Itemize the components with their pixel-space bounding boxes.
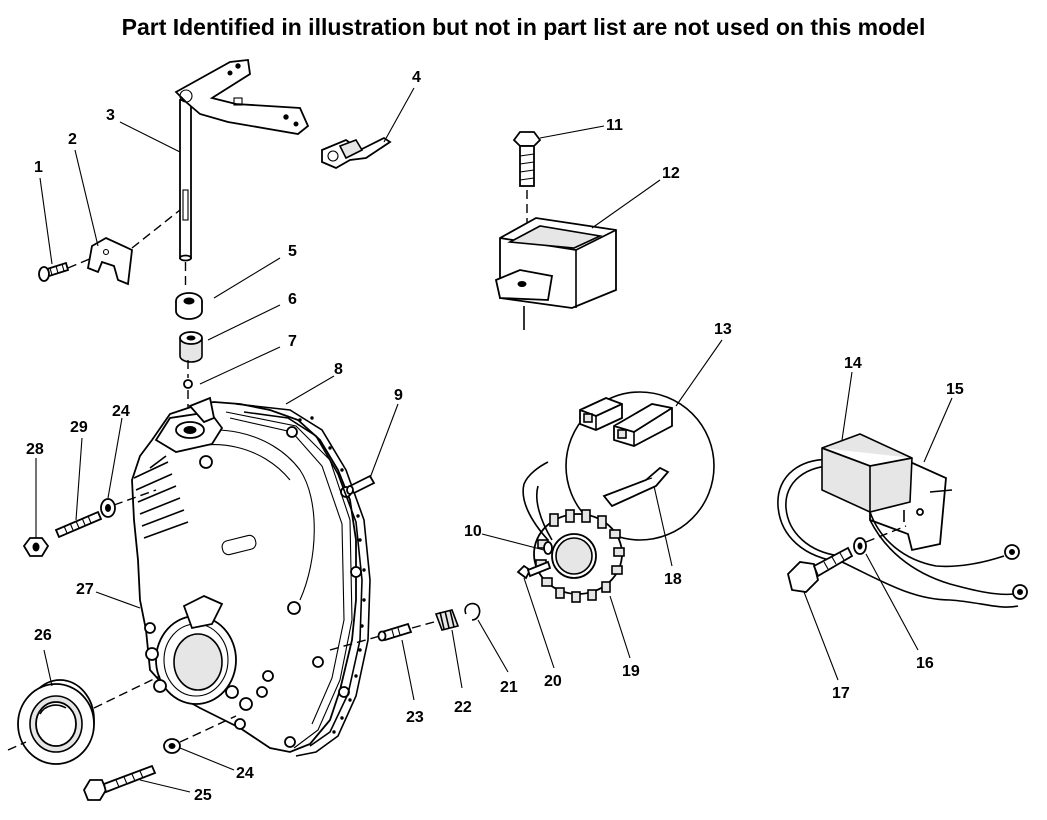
part-gasket-8 <box>235 403 371 757</box>
callout-24-lower: 24 <box>236 765 254 782</box>
part-bolt-11 <box>512 131 542 187</box>
callout-23: 23 <box>406 709 424 726</box>
dash-16-15 <box>865 525 907 543</box>
part-screw-1 <box>38 261 70 282</box>
part-rectifier-14 <box>777 433 1028 608</box>
diagram-title: Part Identified in illustration but not … <box>121 14 926 40</box>
part-connector-detail-13 <box>565 391 715 541</box>
callout-7: 7 <box>288 333 297 350</box>
part-washer-24-upper <box>100 498 116 518</box>
callout-13: 13 <box>714 321 732 338</box>
callout-6: 6 <box>288 291 297 308</box>
callout-5: 5 <box>288 243 297 260</box>
callout-2: 2 <box>68 131 77 148</box>
part-stud-29 <box>54 510 103 539</box>
part-pin-23 <box>377 622 413 642</box>
callout-20: 20 <box>544 673 562 690</box>
part-governor-lever <box>174 59 310 135</box>
part-dowel-pin-9 <box>346 474 376 495</box>
callout-1: 1 <box>34 159 43 176</box>
part-screw-20 <box>516 560 552 580</box>
callout-10: 10 <box>464 523 482 540</box>
callout-17: 17 <box>832 685 850 702</box>
callout-19: 19 <box>622 663 640 680</box>
dash-26-left <box>7 741 27 751</box>
part-ball-7 <box>183 379 193 389</box>
part-oil-seal-26 <box>17 679 95 765</box>
callout-26: 26 <box>34 627 52 644</box>
callout-16: 16 <box>916 655 934 672</box>
callout-24-upper: 24 <box>112 403 130 420</box>
callout-21: 21 <box>500 679 518 696</box>
callout-labels: 1 2 3 4 5 6 7 8 9 10 11 12 13 14 15 16 1… <box>26 69 964 804</box>
part-nut-28 <box>22 537 50 557</box>
part-ignition-module-12 <box>494 217 617 309</box>
part-stator-19 <box>522 461 625 603</box>
part-snap-ring-21 <box>464 602 481 621</box>
callout-18: 18 <box>664 571 682 588</box>
part-linkage-clip <box>321 136 392 170</box>
callout-27: 27 <box>76 581 94 598</box>
leader-lines <box>35 87 953 793</box>
dash-23-cover <box>329 635 381 651</box>
dash-2-3 <box>131 209 181 249</box>
part-crankcase-cover <box>131 396 362 753</box>
callout-25: 25 <box>194 787 212 804</box>
callout-15: 15 <box>946 381 964 398</box>
callout-9: 9 <box>394 387 403 404</box>
part-bushing-6 <box>179 331 203 363</box>
part-bolt-25 <box>82 764 157 801</box>
part-bolt-17 <box>787 546 854 593</box>
callout-12: 12 <box>662 165 680 182</box>
dash-23-22 <box>411 621 435 629</box>
callout-22: 22 <box>454 699 472 716</box>
part-washer-16 <box>853 537 867 555</box>
part-bracket-2 <box>86 236 133 286</box>
callout-8: 8 <box>334 361 343 378</box>
dash-26-cover <box>93 675 161 709</box>
dash-24-cover <box>113 489 157 506</box>
callout-14: 14 <box>844 355 862 372</box>
dash-24-lower <box>179 715 237 743</box>
callout-4: 4 <box>412 69 421 86</box>
part-governor-shaft <box>179 99 192 262</box>
part-spring-22 <box>434 609 460 631</box>
part-washer-24-lower <box>163 738 181 754</box>
callout-29: 29 <box>70 419 88 436</box>
callout-28: 28 <box>26 441 44 458</box>
part-washer-5 <box>175 292 203 320</box>
callout-3: 3 <box>106 107 115 124</box>
dash-1-2 <box>67 257 93 269</box>
callout-11: 11 <box>606 117 623 134</box>
